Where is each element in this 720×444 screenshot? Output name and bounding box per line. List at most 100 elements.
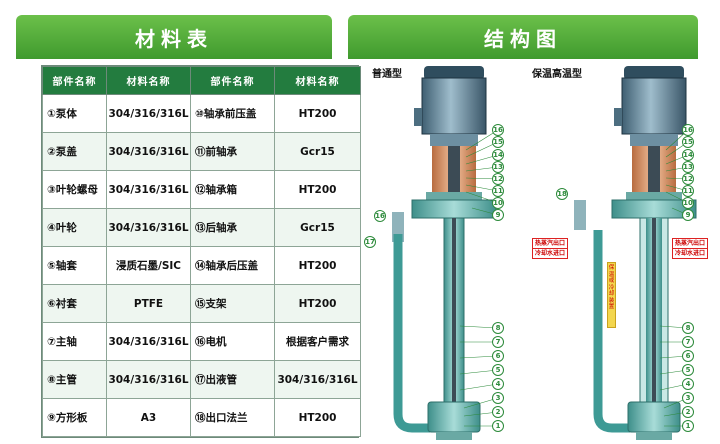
part-number: ⑥ xyxy=(47,298,56,310)
header-part-name: 部件名称 xyxy=(42,66,107,95)
part-number: ⑬ xyxy=(195,222,206,234)
insulation-jacket-tag: 保温或冷却装置 xyxy=(607,262,616,328)
callout-upper-standard: 9 xyxy=(492,209,504,221)
callout-lower-insulated: 7 xyxy=(682,336,694,348)
part-name: 轴承箱 xyxy=(205,184,238,196)
part-name: 轴套 xyxy=(55,260,77,272)
part-name: 泵体 xyxy=(55,108,77,120)
part-number: ⑦ xyxy=(47,336,56,348)
part-name: 出液管 xyxy=(205,374,238,386)
material-cell: 根据客户需求 xyxy=(274,322,361,361)
part-number: ⑱ xyxy=(195,412,206,424)
callout-16-standard: 16 xyxy=(374,210,386,222)
structure-diagram: 普通型 保温高温型 xyxy=(352,62,720,444)
part-number: ⑪ xyxy=(195,146,206,158)
part-name-cell: ⑨方形板 xyxy=(42,398,107,437)
part-number: ⑯ xyxy=(195,336,206,348)
callout-upper-standard: 13 xyxy=(492,161,504,173)
material-cell: HT200 xyxy=(274,170,361,209)
material-cell: Gcr15 xyxy=(274,132,361,171)
part-name-cell: ⑯电机 xyxy=(190,322,275,361)
callout-18-insulated: 18 xyxy=(556,188,568,200)
callout-upper-insulated: 16 xyxy=(682,124,694,136)
callout-upper-insulated: 14 xyxy=(682,149,694,161)
callout-lower-standard: 7 xyxy=(492,336,504,348)
callout-upper-standard: 10 xyxy=(492,197,504,209)
material-cell: 304/316/316L xyxy=(106,208,191,247)
callout-lower-insulated: 4 xyxy=(682,378,694,390)
material-cell: 304/316/316L xyxy=(106,132,191,171)
part-number: ⑧ xyxy=(47,374,56,386)
cooling-inlet-tag-left: 冷却水进口 xyxy=(532,248,569,259)
material-cell: 304/316/316L xyxy=(106,322,191,361)
cooling-inlet-tag: 冷却水进口 xyxy=(672,248,709,259)
material-cell: 304/316/316L xyxy=(274,360,361,399)
part-number: ① xyxy=(47,108,56,120)
callout-lower-insulated: 1 xyxy=(682,420,694,432)
part-name: 衬套 xyxy=(55,298,77,310)
callout-lower-standard: 8 xyxy=(492,322,504,334)
callout-17-standard: 17 xyxy=(364,236,376,248)
label-standard-type: 普通型 xyxy=(372,69,402,80)
material-cell: Gcr15 xyxy=(274,208,361,247)
material-cell: 304/316/316L xyxy=(106,360,191,399)
part-number: ⑩ xyxy=(195,108,204,120)
part-number: ⑰ xyxy=(195,374,206,386)
callout-lower-standard: 5 xyxy=(492,364,504,376)
part-name-cell: ⑪前轴承 xyxy=(190,132,275,171)
callout-upper-insulated: 10 xyxy=(682,197,694,209)
part-number: ② xyxy=(47,146,56,158)
part-number: ③ xyxy=(47,184,56,196)
part-name-cell: ⑤轴套 xyxy=(42,246,107,285)
part-name-cell: ③叶轮螺母 xyxy=(42,170,107,209)
part-name-cell: ⑦主轴 xyxy=(42,322,107,361)
part-name: 支架 xyxy=(205,298,227,310)
callout-upper-insulated: 11 xyxy=(682,185,694,197)
part-name-cell: ⑥衬套 xyxy=(42,284,107,323)
standard-pump xyxy=(392,66,497,440)
part-name-cell: ⑫轴承箱 xyxy=(190,170,275,209)
callout-lower-standard: 4 xyxy=(492,378,504,390)
material-cell: 304/316/316L xyxy=(106,170,191,209)
part-name: 泵盖 xyxy=(55,146,77,158)
part-name: 后轴承 xyxy=(205,222,238,234)
part-number: ⑭ xyxy=(195,260,206,272)
part-name: 电机 xyxy=(205,336,227,348)
part-name-cell: ②泵盖 xyxy=(42,132,107,171)
part-number: ⑨ xyxy=(47,412,56,424)
part-name-cell: ⑰出液管 xyxy=(190,360,275,399)
part-name: 主管 xyxy=(55,374,77,386)
part-name-cell: ⑧主管 xyxy=(42,360,107,399)
callout-upper-standard: 16 xyxy=(492,124,504,136)
part-number: ⑤ xyxy=(47,260,56,272)
pump-cross-section-drawings xyxy=(392,66,697,440)
callout-lower-standard: 1 xyxy=(492,420,504,432)
material-cell: HT200 xyxy=(274,246,361,285)
callout-lower-insulated: 3 xyxy=(682,392,694,404)
part-name-cell: ⑱出口法兰 xyxy=(190,398,275,437)
callout-upper-insulated: 12 xyxy=(682,173,694,185)
part-name: 方形板 xyxy=(55,412,88,424)
material-cell: A3 xyxy=(106,398,191,437)
material-cell: 浸质石墨/SIC xyxy=(106,246,191,285)
callout-lower-insulated: 2 xyxy=(682,406,694,418)
callout-upper-insulated: 15 xyxy=(682,136,694,148)
material-cell: HT200 xyxy=(274,398,361,437)
callout-lower-insulated: 8 xyxy=(682,322,694,334)
callout-lower-standard: 2 xyxy=(492,406,504,418)
callout-lower-standard: 6 xyxy=(492,350,504,362)
insulated-pump xyxy=(574,66,697,440)
part-name: 主轴 xyxy=(55,336,77,348)
material-cell: PTFE xyxy=(106,284,191,323)
material-cell: HT200 xyxy=(274,94,361,133)
part-name-cell: ⑭轴承后压盖 xyxy=(190,246,275,285)
part-number: ④ xyxy=(47,222,56,234)
